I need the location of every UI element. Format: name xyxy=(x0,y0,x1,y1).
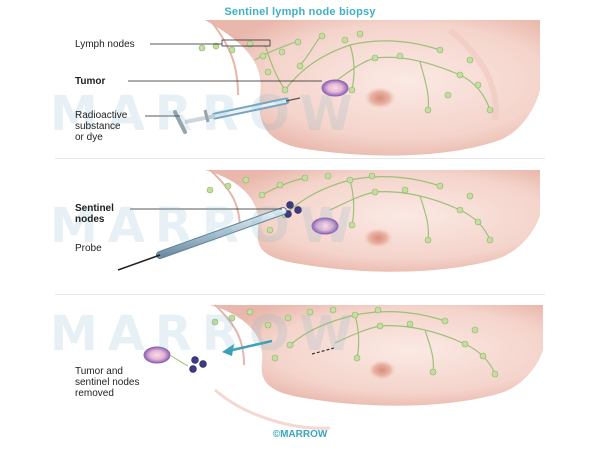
label-probe: Probe xyxy=(75,243,102,254)
lymph-node-cluster xyxy=(206,172,494,244)
tumor xyxy=(321,79,349,97)
lymphatic-vessels xyxy=(254,34,491,111)
syringe xyxy=(173,97,301,134)
tumor xyxy=(311,217,339,235)
breast-skin xyxy=(205,170,540,272)
panel-divider xyxy=(55,158,545,159)
removed-sentinel-nodes xyxy=(189,356,207,373)
label-tumor: Tumor xyxy=(75,76,106,87)
panel-removed xyxy=(143,304,543,430)
breast-skin xyxy=(205,20,540,156)
label-lymph-nodes: Lymph nodes xyxy=(75,39,135,50)
lymph-node-cluster xyxy=(198,30,494,114)
nipple xyxy=(364,87,396,109)
nipple xyxy=(363,228,393,248)
label-sentinel-nodes: Sentinel nodes xyxy=(75,203,114,225)
panel-probe xyxy=(117,169,540,272)
breast-skin xyxy=(210,305,543,406)
diagram-title: Sentinel lymph node biopsy xyxy=(224,6,376,18)
lymph-node-cluster xyxy=(211,306,499,378)
credit-logo: ©MARROW xyxy=(272,429,328,440)
gamma-probe xyxy=(117,207,287,271)
watermark: MARROW xyxy=(50,198,363,254)
label-removed: Tumor and sentinel nodes removed xyxy=(75,366,140,399)
sentinel-nodes xyxy=(284,201,302,218)
nipple xyxy=(368,360,396,380)
panel-injection xyxy=(128,19,540,156)
removal-arrow xyxy=(222,339,273,356)
watermark: MARROW xyxy=(50,86,363,142)
incision xyxy=(311,347,335,355)
watermark: MARROW xyxy=(50,306,363,362)
label-injection: Radioactive substance or dye xyxy=(75,110,128,143)
panel-divider xyxy=(55,294,545,295)
